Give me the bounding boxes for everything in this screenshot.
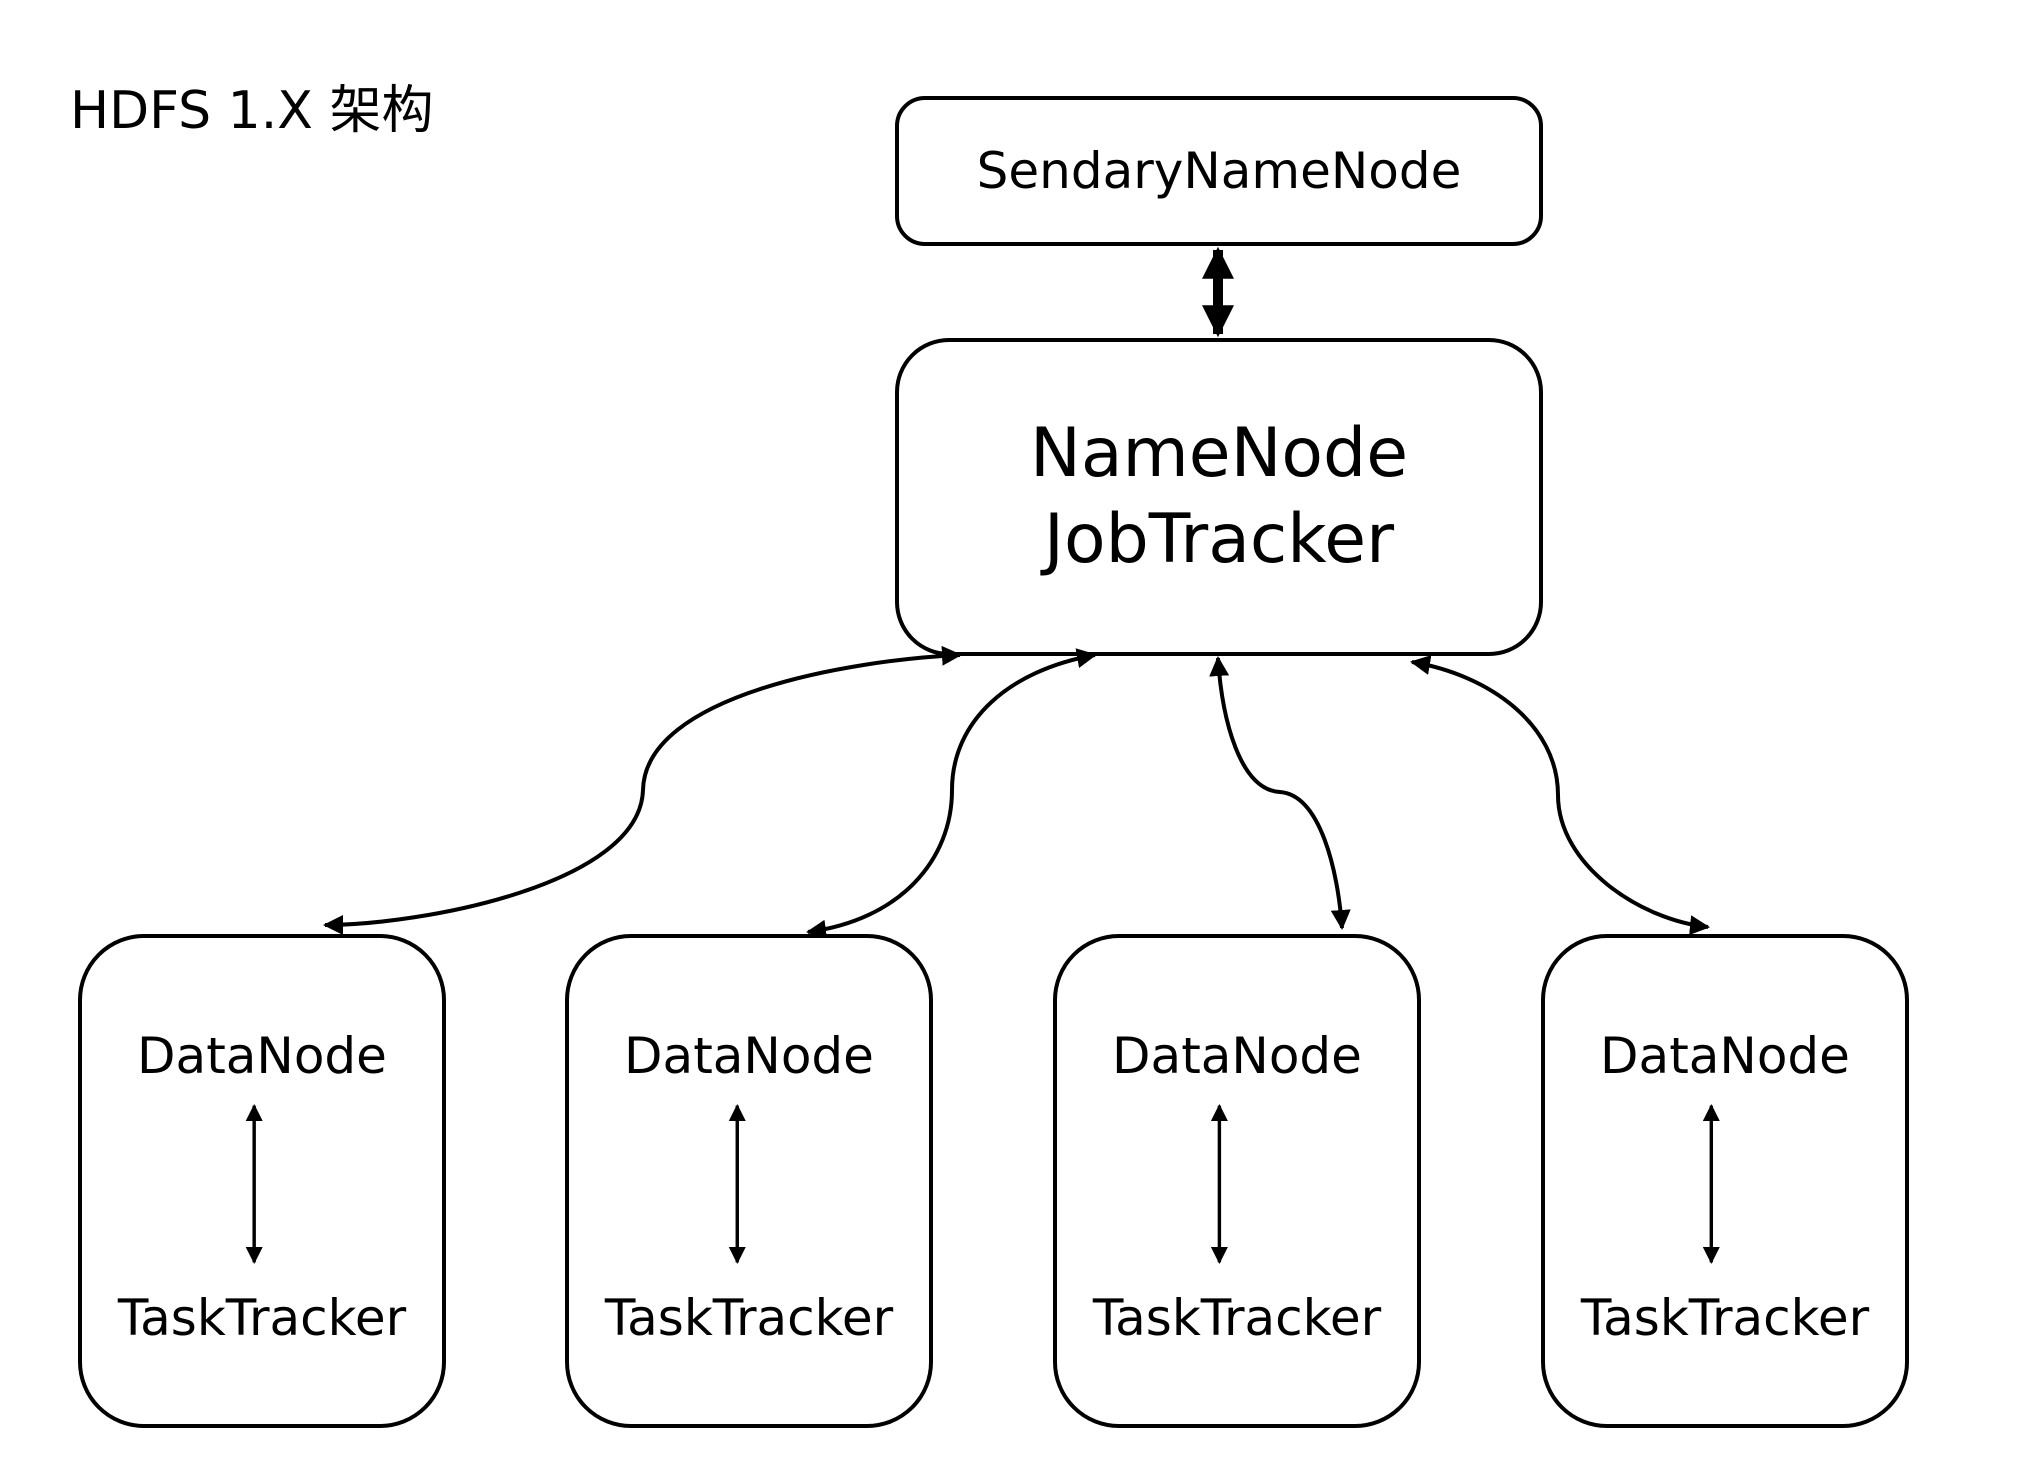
namenode-to-datanode-2-arrow (806, 648, 1097, 940)
worker-node-2: DataNode TaskTracker (565, 934, 933, 1428)
namenode-jobtracker-box: NameNode JobTracker (895, 338, 1543, 656)
namenode-to-datanode-1-arrow (323, 645, 962, 935)
datanode-label: DataNode (624, 1027, 874, 1085)
datanode-tasktracker-arrow (728, 1104, 746, 1264)
datanode-label: DataNode (137, 1027, 387, 1085)
worker-node-3: DataNode TaskTracker (1053, 934, 1421, 1428)
jobtracker-label: JobTracker (1043, 500, 1395, 579)
tasktracker-label: TaskTracker (117, 1289, 407, 1347)
namenode-to-datanode-3-arrow (1209, 656, 1351, 930)
datanode-label: DataNode (1600, 1027, 1850, 1085)
namenode-to-datanode-4-arrow (1410, 655, 1710, 936)
datanode-label: DataNode (1112, 1027, 1362, 1085)
secondary-namenode-label: SendaryNameNode (976, 142, 1462, 200)
datanode-tasktracker-arrow (245, 1104, 263, 1264)
datanode-tasktracker-arrow (1702, 1104, 1720, 1264)
datanode-tasktracker-arrow (1210, 1104, 1228, 1264)
worker-node-4: DataNode TaskTracker (1541, 934, 1909, 1428)
namenode-label: NameNode (1029, 414, 1409, 493)
diagram-title: HDFS 1.X 架构 (70, 81, 434, 141)
tasktracker-label: TaskTracker (604, 1289, 894, 1347)
secondary-namenode-box: SendaryNameNode (895, 96, 1543, 246)
worker-node-1: DataNode TaskTracker (78, 934, 446, 1428)
tasktracker-label: TaskTracker (1580, 1289, 1870, 1347)
tasktracker-label: TaskTracker (1092, 1289, 1382, 1347)
